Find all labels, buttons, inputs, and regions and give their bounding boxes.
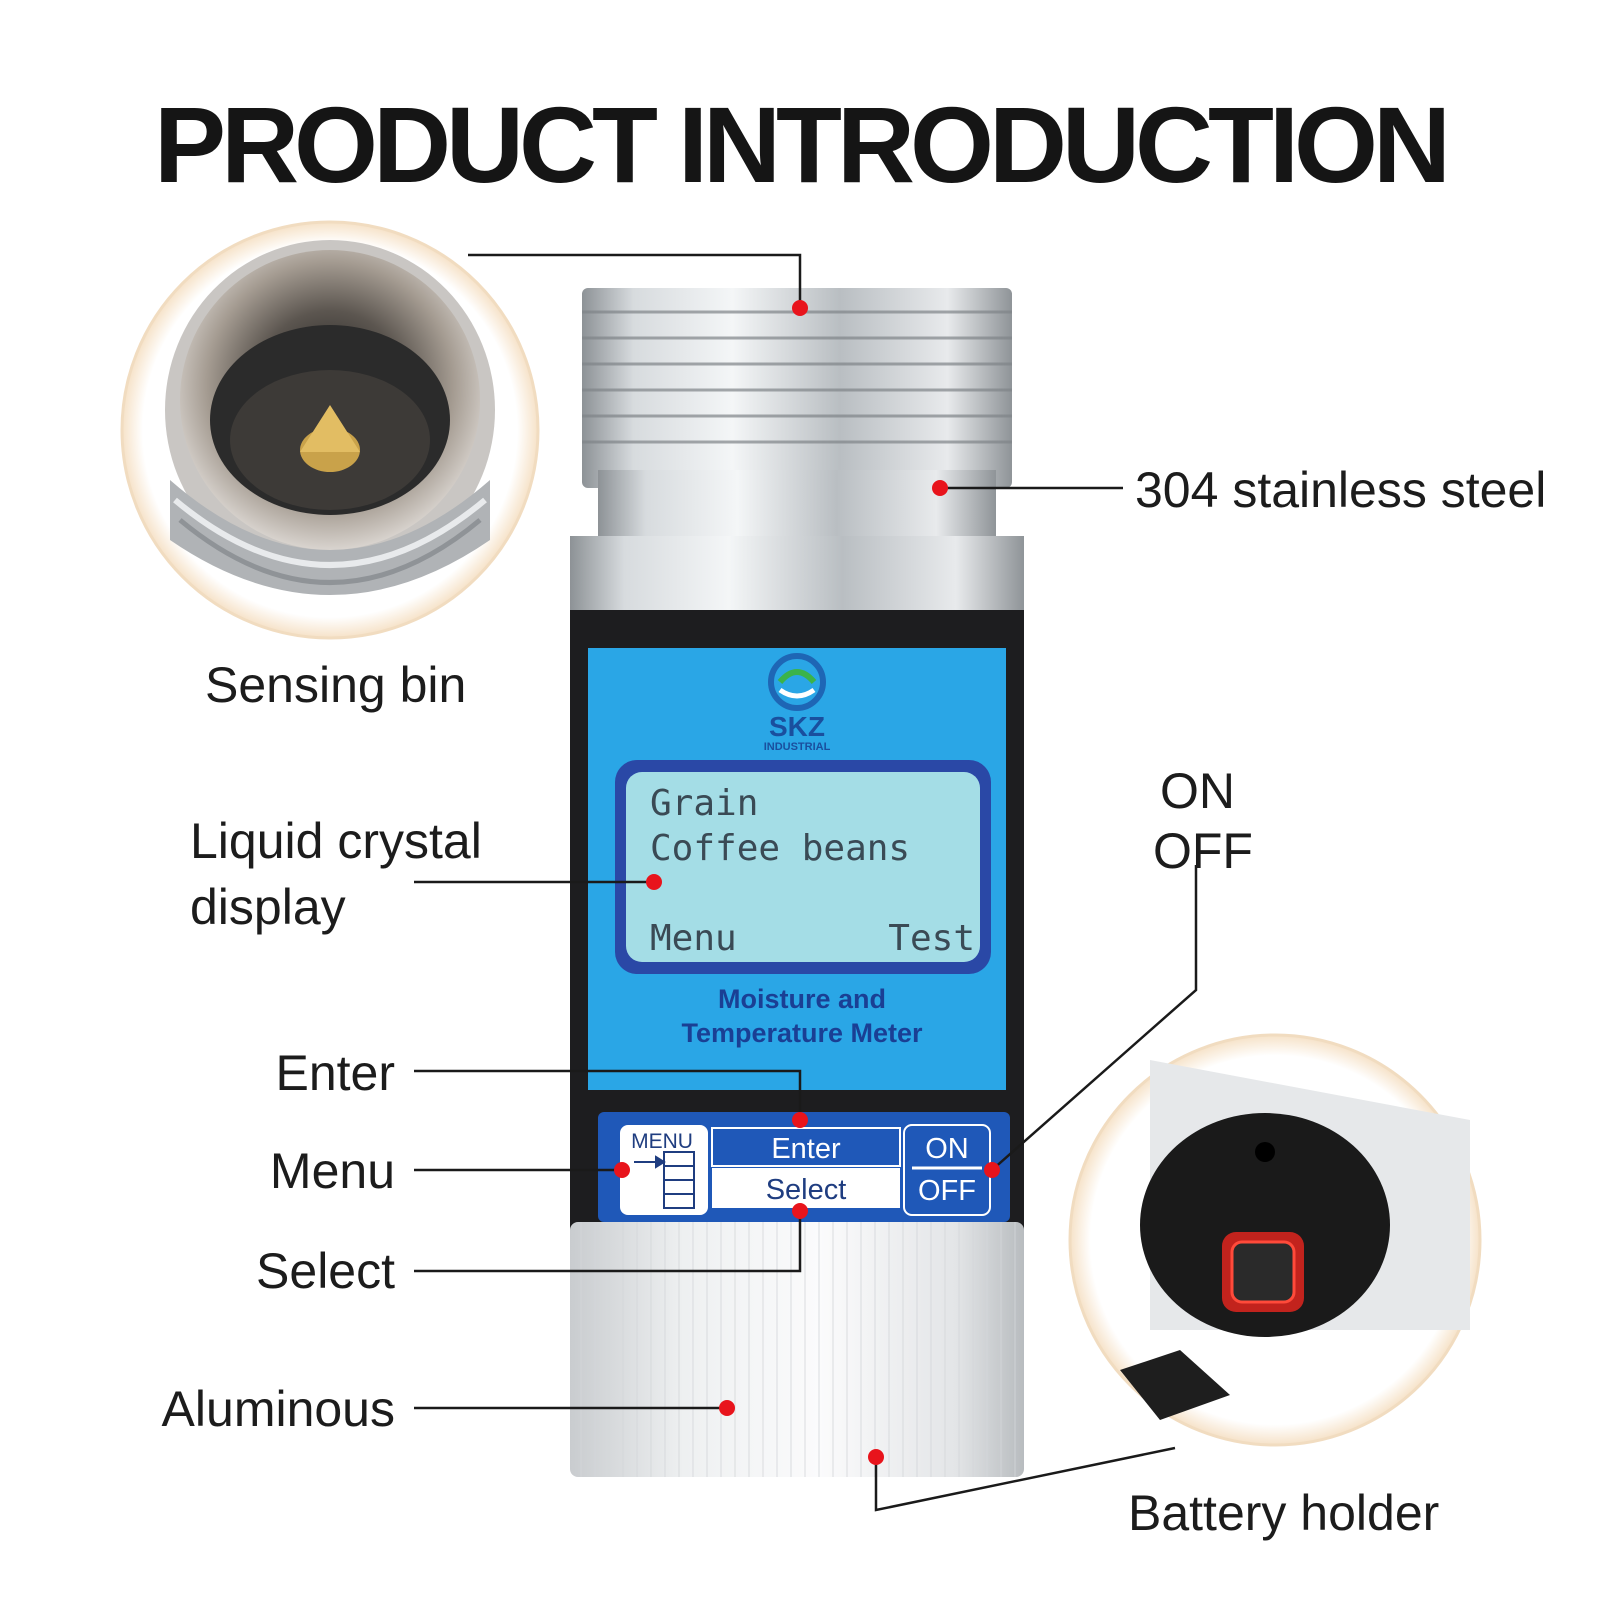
page-title: PRODUCT INTRODUCTION xyxy=(154,84,1451,205)
label-off: OFF xyxy=(1153,823,1253,879)
lcd-softkey-menu: Menu xyxy=(650,918,737,959)
select-button[interactable] xyxy=(712,1168,900,1208)
menu-list-icon xyxy=(634,1151,695,1209)
label-stainless-steel: 304 stainless steel xyxy=(1135,462,1547,518)
label-enter: Enter xyxy=(275,1045,395,1101)
off-button-label: OFF xyxy=(918,1175,976,1207)
brand-subtitle: INDUSTRIAL xyxy=(764,741,831,753)
aluminum-base xyxy=(570,1222,1024,1477)
label-battery-holder: Battery holder xyxy=(1128,1485,1440,1541)
select-button-label: Select xyxy=(766,1174,847,1206)
sensing-bin-photo xyxy=(120,220,540,640)
on-button-label: ON xyxy=(925,1133,969,1165)
device-caption-2: Temperature Meter xyxy=(681,1018,923,1048)
enter-button[interactable] xyxy=(711,1127,901,1167)
device-caption-1: Moisture and xyxy=(718,984,886,1014)
battery-holder-photo xyxy=(1068,1033,1482,1447)
menu-button-label: MENU xyxy=(631,1130,693,1153)
lcd-softkey-test: Test xyxy=(888,918,975,959)
enter-button-label: Enter xyxy=(771,1133,841,1165)
brand-name: SKZ xyxy=(769,711,825,742)
callout-dots xyxy=(614,300,1000,1465)
lcd-line-2: Coffee beans xyxy=(650,828,910,869)
label-aluminous: Aluminous xyxy=(161,1381,395,1437)
label-menu: Menu xyxy=(269,1143,395,1199)
stainless-steel-cap xyxy=(570,288,1024,616)
lcd-line-1: Grain xyxy=(650,783,758,824)
button-panel xyxy=(598,1112,1010,1222)
label-on: ON xyxy=(1160,763,1235,819)
label-lcd-line-1: Liquid crystal xyxy=(190,813,482,869)
label-sensing-bin: Sensing bin xyxy=(205,657,467,713)
lcd-screen xyxy=(615,760,991,974)
label-lcd-line-2: display xyxy=(190,879,346,935)
skz-logo-icon xyxy=(768,653,826,711)
callout-lines xyxy=(414,253,1198,1512)
label-select: Select xyxy=(256,1243,395,1299)
